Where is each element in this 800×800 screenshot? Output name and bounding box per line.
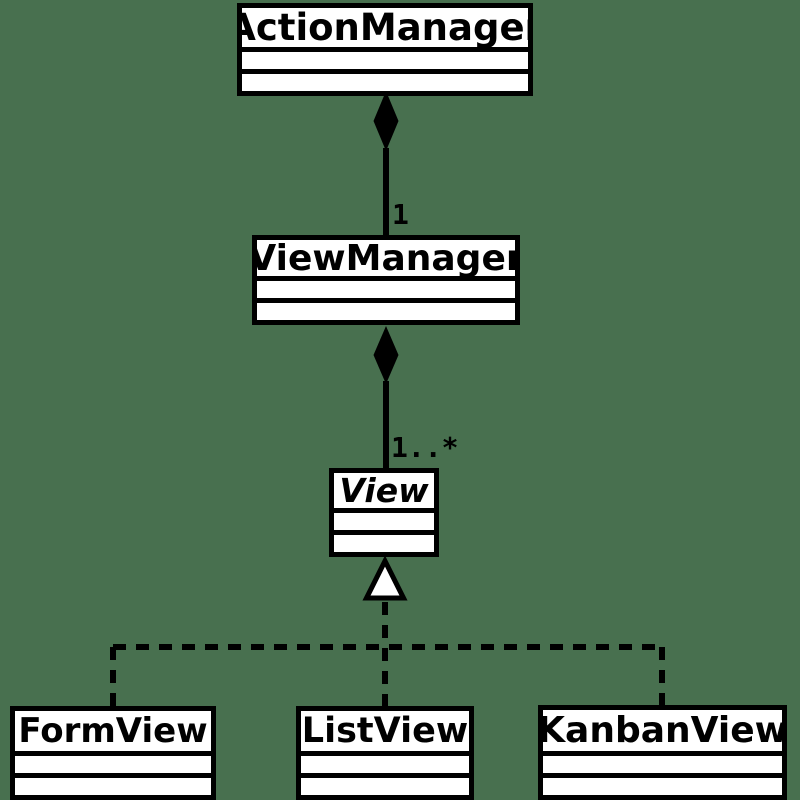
composition-diamond-viewmanager xyxy=(373,326,399,384)
class-box-viewmanager: ViewManager xyxy=(252,235,520,325)
class-name-kanbanview: KanbanView xyxy=(543,710,782,751)
class-name-listview: ListView xyxy=(301,711,469,751)
methods-compartment-viewmanager xyxy=(257,298,515,320)
attributes-compartment-view xyxy=(334,508,434,530)
class-box-kanbanview: KanbanView xyxy=(538,705,787,800)
class-name-view: View xyxy=(339,473,429,508)
class-box-formview: FormView xyxy=(10,706,216,800)
methods-compartment-formview xyxy=(15,773,211,795)
realization-arrowhead-icon xyxy=(362,555,408,601)
multiplicity-label-view: 1..* xyxy=(391,431,459,464)
attributes-compartment-actionmanager xyxy=(242,47,528,69)
composition-diamond-actionmanager xyxy=(373,91,399,151)
multiplicity-label-viewmanager: 1 xyxy=(392,198,409,231)
methods-compartment-listview xyxy=(301,773,469,795)
class-name-formview: FormView xyxy=(18,711,208,751)
methods-compartment-view xyxy=(334,530,434,552)
class-box-actionmanager: ActionManager xyxy=(237,3,533,96)
methods-compartment-kanbanview xyxy=(543,773,782,795)
attributes-compartment-listview xyxy=(301,751,469,773)
attributes-compartment-formview xyxy=(15,751,211,773)
class-box-listview: ListView xyxy=(296,706,474,800)
class-name-actionmanager: ActionManager xyxy=(242,8,528,47)
attributes-compartment-viewmanager xyxy=(257,276,515,298)
class-box-view: View xyxy=(329,468,439,557)
class-name-viewmanager: ViewManager xyxy=(257,240,515,276)
methods-compartment-actionmanager xyxy=(242,69,528,91)
attributes-compartment-kanbanview xyxy=(543,751,782,773)
